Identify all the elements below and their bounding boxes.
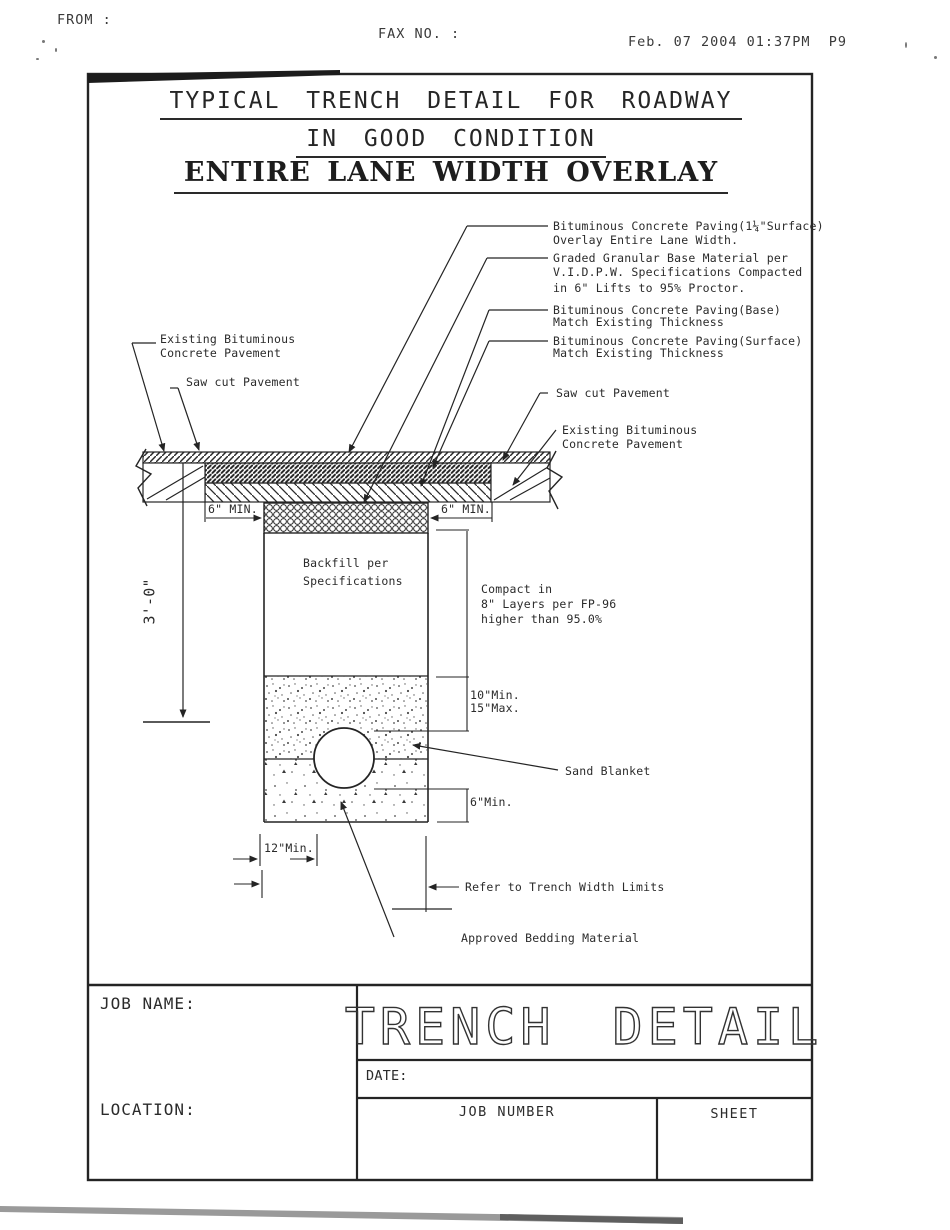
title-line1: TYPICAL TRENCH DETAIL FOR ROADWAY <box>159 88 743 120</box>
callout-granular-line2: V.I.D.P.W. Specifications Compacted <box>553 265 803 279</box>
title-line3: ENTIRE LANE WIDTH OVERLAY <box>173 157 729 194</box>
callout-granular-line3: in 6" Lifts to 95% Proctor. <box>553 281 746 295</box>
granular-base-strip <box>263 502 429 534</box>
label-saw-cut-left: Saw cut Pavement <box>186 375 300 389</box>
label-refer-trench: Refer to Trench Width Limits <box>465 880 665 894</box>
dim-ten-min: 10"Min. <box>470 688 520 702</box>
title-line3-row: ENTIRE LANE WIDTH OVERLAY <box>96 157 806 194</box>
scan-band-dark <box>500 1214 683 1224</box>
label-existing-right-line2: Concrete Pavement <box>562 437 684 451</box>
callout-overlay-line1: Bituminous Concrete Paving(1¼"Surface) <box>553 219 824 233</box>
fax-timestamp: Feb. 07 2004 01:37PM P9 <box>628 34 848 50</box>
callout-surface-line1: Bituminous Concrete Paving(Surface) <box>553 334 803 348</box>
scan-artifact <box>42 40 45 43</box>
dim-fifteen-max: 15"Max. <box>470 701 520 715</box>
callout-base-line2: Match Existing Thickness <box>553 315 724 329</box>
dim-depth: 3'-0" <box>140 578 159 625</box>
dim-six-min-right: 6" MIN. <box>441 502 491 516</box>
label-compact-line2: 8" Layers per FP-96 <box>481 597 617 611</box>
label-saw-cut-right: Saw cut Pavement <box>556 386 670 400</box>
sheet-border <box>86 72 814 1182</box>
scan-artifact <box>55 48 57 52</box>
label-existing-left-line1: Existing Bituminous <box>160 332 296 346</box>
drawing-title: TRENCH DETAIL <box>345 998 823 1056</box>
label-backfill-line1: Backfill per <box>303 556 389 570</box>
scan-smudge <box>88 70 340 83</box>
callout-base-line1: Bituminous Concrete Paving(Base) <box>553 303 781 317</box>
job-number-label: JOB NUMBER <box>458 1104 556 1120</box>
scan-artifact <box>905 42 907 48</box>
label-backfill-line2: Specifications <box>303 574 403 588</box>
label-approved-bedding: Approved Bedding Material <box>461 931 640 945</box>
break-symbol-left <box>135 448 153 507</box>
dim-twelve-min: 12"Min. <box>264 841 314 855</box>
callout-overlay-line2: Overlay Entire Lane Width. <box>553 233 739 247</box>
dim-six-min-small: 6"Min. <box>470 795 513 809</box>
callout-surface-line2: Match Existing Thickness <box>553 346 724 360</box>
fax-from-label: FROM : <box>57 12 112 28</box>
date-label: DATE: <box>366 1068 408 1084</box>
callout-granular-line1: Graded Granular Base Material per <box>553 251 789 265</box>
break-symbol-right <box>546 450 564 510</box>
fax-number-label: FAX NO. : <box>378 26 461 42</box>
label-compact-line3: higher than 95.0% <box>481 612 603 626</box>
label-existing-right-line1: Existing Bituminous <box>562 423 698 437</box>
pipe-circle <box>313 727 375 789</box>
title-line1-row: TYPICAL TRENCH DETAIL FOR ROADWAY <box>96 88 806 120</box>
job-name-label: JOB NAME: <box>100 994 196 1013</box>
label-sand-blanket: Sand Blanket <box>565 764 651 778</box>
title-line2-row: IN GOOD CONDITION <box>96 126 806 158</box>
scan-artifact <box>934 56 937 59</box>
label-compact-line1: Compact in <box>481 582 553 596</box>
label-existing-left-line2: Concrete Pavement <box>160 346 282 360</box>
title-line2: IN GOOD CONDITION <box>296 126 606 158</box>
sheet-label: SHEET <box>710 1106 759 1122</box>
location-label: LOCATION: <box>100 1100 196 1119</box>
dim-six-min-left: 6" MIN. <box>208 502 258 516</box>
scan-artifact <box>36 58 39 60</box>
